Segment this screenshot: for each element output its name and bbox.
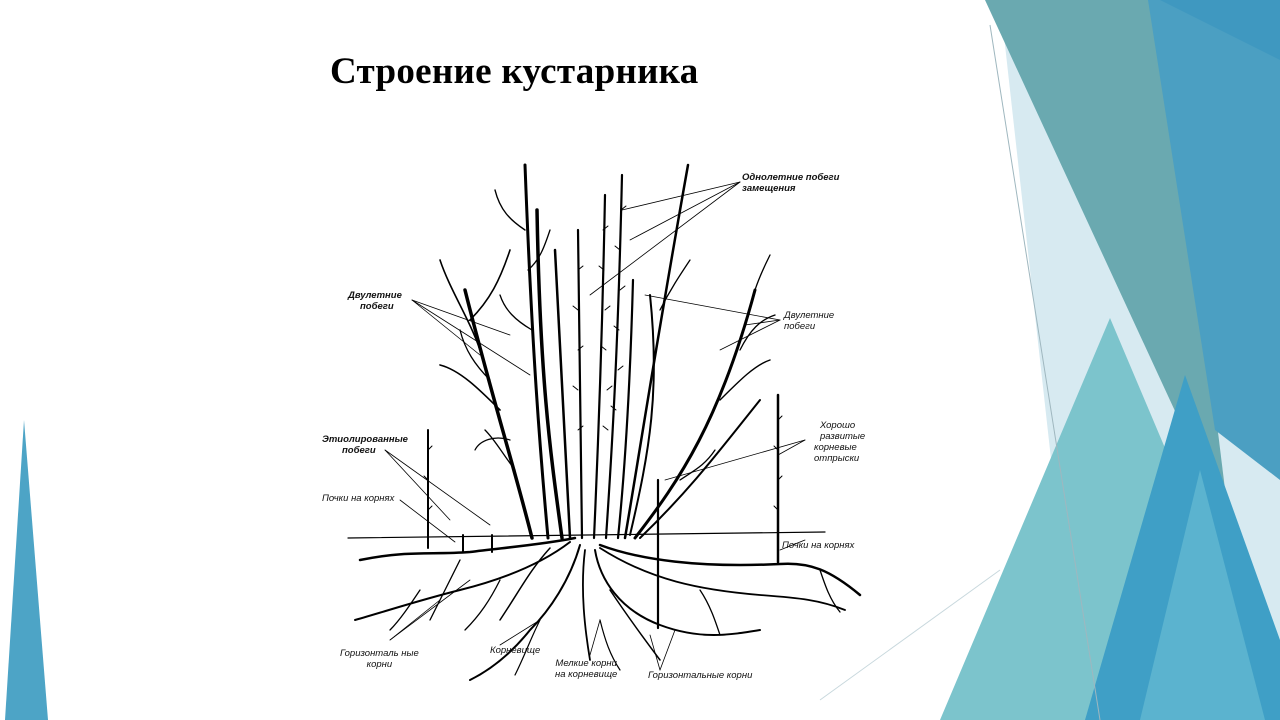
bud	[773, 415, 783, 511]
label-small-roots: Мелкие корни на корневище	[555, 658, 618, 680]
root	[464, 579, 501, 631]
soil-line	[347, 531, 826, 539]
branch	[439, 259, 481, 351]
leader-line	[384, 449, 451, 521]
label-biennial-left: Двулетние побеги	[348, 290, 402, 312]
label-root-suckers: Хорошо развитые корневые отпрыски	[814, 420, 866, 464]
horizontal-root-left	[358, 536, 577, 562]
stem-right-2	[629, 294, 655, 536]
deco-thin-line	[989, 24, 1101, 720]
deco-blue-strip	[1160, 0, 1280, 60]
leader-line	[659, 629, 676, 671]
branch	[484, 429, 516, 471]
stem-left-2	[523, 163, 550, 540]
branch	[739, 314, 776, 351]
branch	[754, 254, 771, 291]
rhizome	[469, 544, 581, 681]
label-buds-right: Почки на корнях	[782, 540, 855, 551]
branch	[469, 249, 511, 321]
bud	[572, 265, 584, 431]
label-horizontal-bottom: Горизонтальные корни	[648, 670, 753, 681]
leader-line	[411, 299, 531, 376]
root	[582, 549, 591, 661]
leader-line	[389, 579, 471, 641]
label-buds-left: Почки на корнях	[322, 493, 395, 504]
root	[699, 589, 721, 636]
leader-line	[664, 439, 806, 481]
shoot-annual-2	[592, 193, 607, 540]
shrub-diagram: Однолетние побеги замещения Двулетние по…	[300, 150, 900, 695]
leader-line	[649, 634, 661, 671]
leader-line	[719, 319, 781, 351]
branch	[459, 329, 491, 381]
root	[599, 619, 621, 671]
bud	[423, 445, 433, 511]
shoot-annual-3	[604, 173, 624, 540]
stem-left-1	[463, 288, 534, 540]
branch	[527, 229, 551, 271]
leader-line	[399, 499, 456, 543]
leader-line	[589, 619, 601, 656]
root	[514, 619, 541, 676]
branch	[699, 394, 721, 441]
label-etiolated: Этиолированные побеги	[322, 434, 408, 456]
branch	[719, 359, 771, 401]
branch	[439, 364, 501, 411]
deco-left-spike	[5, 420, 48, 720]
deco-blue-band	[1148, 0, 1280, 480]
branch	[474, 437, 511, 451]
leader-line	[644, 294, 781, 321]
leader-line	[621, 181, 741, 211]
label-annual-shoots: Однолетние побеги замещения	[742, 172, 840, 194]
leader-line	[411, 299, 511, 336]
branch	[679, 449, 716, 481]
leader-line	[499, 619, 541, 646]
leader-line	[779, 539, 806, 551]
root	[499, 547, 551, 621]
horizontal-root-right	[598, 543, 862, 597]
root	[599, 547, 846, 611]
shoot-annual-1	[576, 228, 584, 540]
leader-line	[629, 181, 741, 241]
deco-mid-triangle	[1140, 470, 1265, 720]
slide-title: Строение кустарника	[330, 51, 699, 92]
shrub-drawing	[347, 163, 862, 681]
root	[819, 569, 841, 613]
branch	[494, 189, 526, 231]
leader-line	[411, 299, 481, 356]
leader-line	[384, 449, 491, 526]
branch	[659, 259, 691, 311]
bud	[598, 225, 613, 431]
label-rhizome: Корневище	[490, 645, 541, 656]
label-biennial-right: Двулетние побеги	[784, 310, 835, 332]
root	[594, 549, 761, 636]
root	[389, 589, 421, 631]
stem-right-3	[633, 288, 757, 540]
branch	[499, 294, 533, 331]
root	[429, 559, 461, 621]
deco-thin-line-2	[819, 569, 1001, 701]
root	[609, 589, 661, 661]
shoot-annual-4	[616, 278, 635, 540]
leader-line	[777, 439, 806, 456]
label-horizontal-left: Горизонталь ные корни	[340, 648, 419, 670]
horizontal-root-left-2	[354, 541, 571, 621]
stem-left-4	[553, 248, 572, 540]
stem-right-1	[623, 163, 690, 540]
leader-line	[589, 181, 741, 296]
bud	[610, 205, 627, 411]
stem-left-3	[535, 208, 564, 540]
leader-line	[744, 319, 781, 326]
